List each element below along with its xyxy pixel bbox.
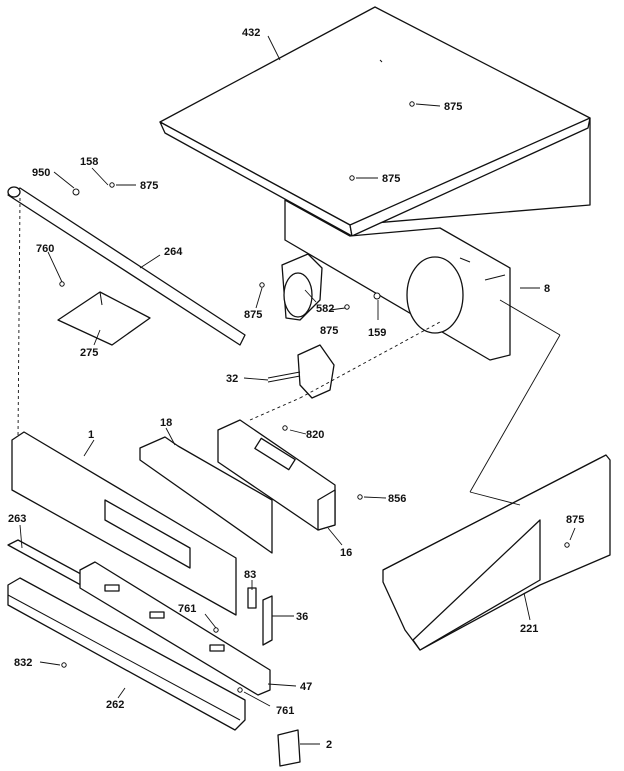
part-83-clip	[247, 587, 257, 609]
callout-1: 1	[88, 429, 94, 441]
part-8-back-panel	[284, 199, 511, 361]
callout-760: 760	[36, 243, 54, 255]
callout-262: 262	[106, 699, 124, 711]
callout-761-b: 761	[276, 705, 294, 717]
part-432-top-cover	[159, 6, 591, 237]
callout-47: 47	[300, 681, 312, 693]
callout-36: 36	[296, 611, 308, 623]
callout-8: 8	[544, 283, 550, 295]
callout-432: 432	[242, 27, 260, 39]
callout-856: 856	[388, 493, 406, 505]
part-582-switch	[281, 253, 323, 321]
part-16-control-housing	[217, 419, 336, 531]
callout-158: 158	[80, 156, 98, 168]
part-221-side-cover	[382, 454, 611, 651]
part-18-glass-panel	[139, 436, 273, 554]
part-47-display-board	[79, 561, 271, 696]
callout-875-a: 875	[444, 101, 462, 113]
screw-markers	[59, 101, 570, 693]
explosion-guides	[17, 197, 561, 506]
callout-875-b: 875	[382, 173, 400, 185]
part-275-bracket	[57, 291, 151, 346]
callout-264: 264	[164, 246, 183, 258]
callout-875-c: 875	[140, 180, 158, 192]
callout-875-d: 875	[244, 309, 262, 321]
part-1-control-panel	[11, 431, 237, 616]
callout-2: 2	[326, 739, 332, 751]
callout-875-f: 875	[566, 514, 584, 526]
callout-leaders	[19, 35, 576, 745]
callout-83: 83	[244, 569, 256, 581]
callout-582: 582	[316, 303, 334, 315]
callout-221: 221	[520, 623, 538, 635]
part-262-lower-trim	[7, 577, 246, 731]
callout-875-e: 875	[320, 325, 338, 337]
callout-275: 275	[80, 347, 98, 359]
callout-labels: 432 875 875 950 158 875 264 760 875 582 …	[8, 27, 584, 751]
callout-18: 18	[160, 417, 172, 429]
callout-820: 820	[306, 429, 324, 441]
callout-159: 159	[368, 327, 386, 339]
callout-761-a: 761	[178, 603, 196, 615]
part-32-motor	[267, 344, 335, 399]
part-264-trim-bar	[7, 186, 246, 346]
callout-32: 32	[226, 373, 238, 385]
callout-832: 832	[14, 657, 32, 669]
callout-950: 950	[32, 167, 50, 179]
callout-263: 263	[8, 513, 26, 525]
part-36-bracket	[262, 595, 273, 646]
part-2-knob	[277, 729, 301, 767]
callout-16: 16	[340, 547, 352, 559]
